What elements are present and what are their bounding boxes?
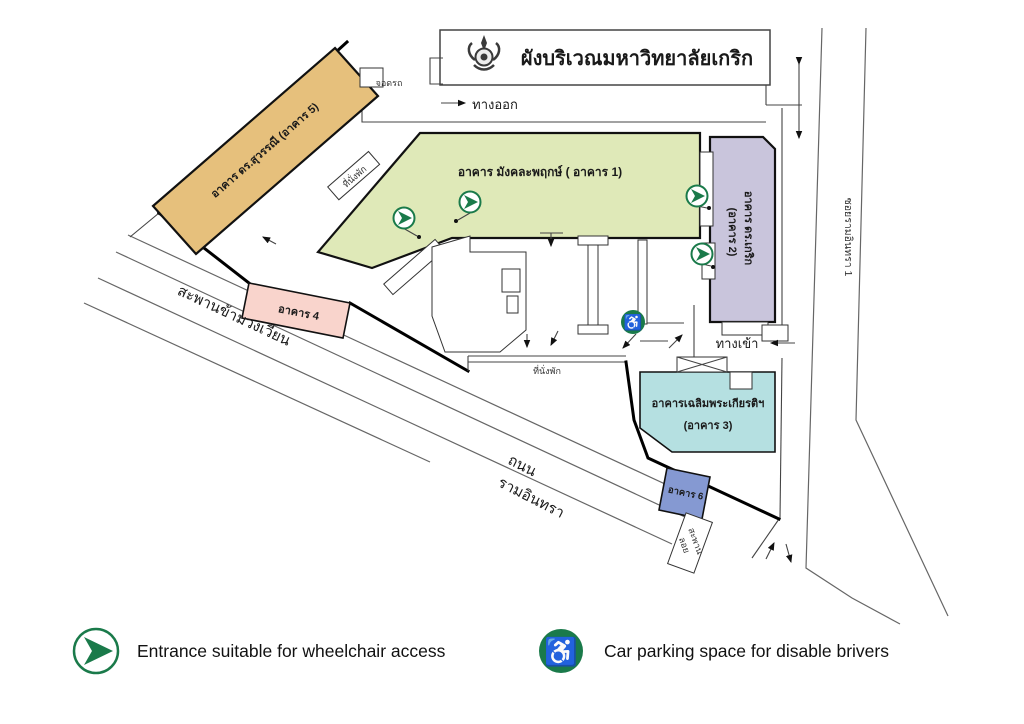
university-crest-icon — [467, 35, 501, 71]
legend-entrance-icon — [72, 627, 120, 675]
wheelchair-entrance-icon-3 — [685, 184, 709, 208]
building-6: อาคาร 6 — [658, 467, 711, 520]
entrance-label: ทางเข้า — [716, 336, 759, 351]
exit-sign: ทางออก — [441, 97, 518, 112]
title-box: ผังบริเวณมหาวิทยาลัยเกริก — [429, 29, 771, 86]
legend-parking-icon: ♿ — [539, 629, 583, 673]
building-3-label-line2: (อาคาร 3) — [684, 420, 733, 432]
wheelchair-entrance-icon-4 — [690, 242, 714, 266]
legend-item-entrance: Entrance suitable for wheelchair access — [72, 627, 446, 675]
road-name-line2: รามอินทรา — [495, 474, 567, 522]
building-2: อาคาร ดร.เกริก (อาคาร 2) — [699, 135, 789, 342]
soi-label: ซอยรามอินทรา 1 — [842, 198, 854, 277]
legend-entrance-text: Entrance suitable for wheelchair access — [137, 641, 446, 661]
building-3-label-line1: อาคารเฉลิมพระเกียรติฯ — [652, 397, 765, 410]
road-name-line1: ถนน — [505, 452, 539, 481]
legend-parking-text: Car parking space for disable brivers — [604, 641, 889, 661]
exit-label: ทางออก — [472, 97, 518, 112]
building-1-label: อาคาร มังคละพฤกษ์ ( อาคาร 1) — [458, 165, 622, 179]
central-structures — [262, 56, 803, 564]
wheelchair-entrance-icons — [392, 184, 715, 269]
svg-text:♿: ♿ — [624, 314, 643, 332]
entrance-sign: ทางเข้า — [716, 336, 795, 351]
building-4: อาคาร 4 — [241, 282, 351, 339]
rest-area-2-label: ที่นั่งพัก — [533, 364, 561, 376]
gate-crossed-box — [676, 356, 728, 373]
ramintra-road-lines — [83, 212, 707, 545]
wheelchair-entrance-icon-1 — [392, 206, 416, 230]
building-2-label-line1: อาคาร ดร.เกริก — [742, 191, 755, 266]
soi-road-lines — [640, 27, 949, 625]
svg-text:♿: ♿ — [544, 636, 578, 667]
map-title: ผังบริเวณมหาวิทยาลัยเกริก — [521, 48, 753, 70]
building-2-label-line2: (อาคาร 2) — [726, 208, 738, 257]
wheelchair-entrance-icon-2 — [458, 190, 482, 214]
parking-bay — [359, 67, 384, 88]
legend: Entrance suitable for wheelchair access … — [72, 627, 889, 675]
pedestrian-overpass: สะพาน ลอย — [666, 512, 714, 574]
building-3: อาคารเฉลิมพระเกียรติฯ (อาคาร 3) — [639, 356, 776, 453]
legend-item-parking: ♿ Car parking space for disable brivers — [539, 629, 889, 673]
parking-label: จอดรถ — [376, 78, 403, 88]
disabled-parking-icon-map: ♿ — [621, 310, 645, 334]
